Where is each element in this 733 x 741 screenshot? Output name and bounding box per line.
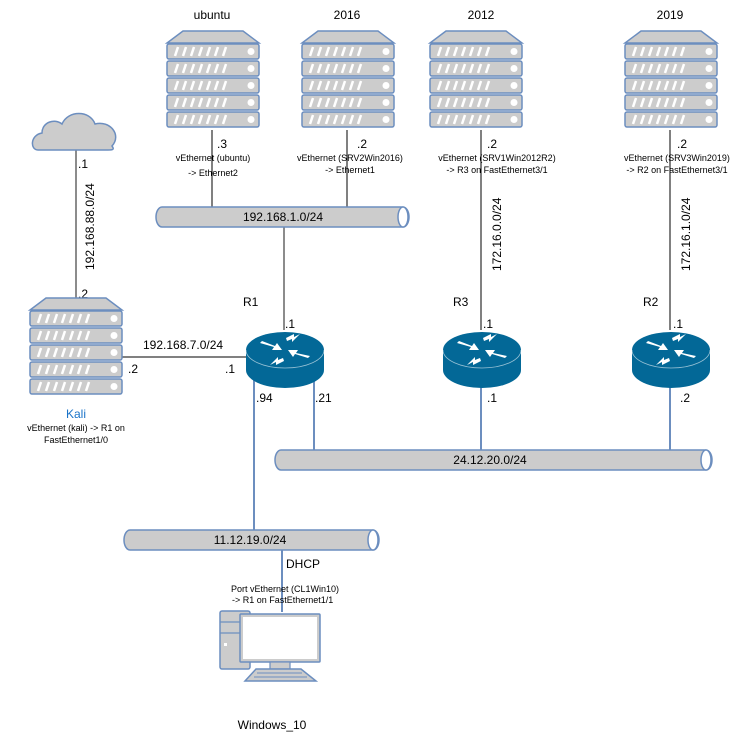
router-r1-down-right-suffix: .21 — [315, 391, 332, 405]
bus-backbone-label: 24.12.20.0/24 — [453, 453, 527, 467]
bus-client-lan: 11.12.19.0/24 — [123, 529, 380, 551]
kali-link-suffix: .2 — [128, 362, 138, 376]
client-title: Windows_10 — [238, 718, 307, 732]
router-r3-top-suffix: .1 — [483, 317, 493, 331]
server-2012-title: 2012 — [468, 8, 495, 22]
server-2012-ip: .2 — [487, 137, 497, 151]
client-iface-target: -> R1 on FastEthernet1/1 — [232, 595, 333, 605]
client-iface: Port vEthernet (CL1Win10) — [231, 584, 339, 594]
workstation-windows10[interactable]: Windows_10 — [219, 610, 321, 732]
kali-iface-target: FastEthernet1/0 — [44, 435, 108, 445]
router-r2[interactable]: R2 .1 .2 — [631, 295, 711, 405]
server-icon — [430, 31, 522, 127]
server-2019[interactable]: 2019 .2 vEthernet (SRV3Win2019) -> R2 on… — [624, 8, 730, 175]
server-2019-ip: .2 — [677, 137, 687, 151]
router-icon — [442, 331, 522, 389]
kali-link-network: 192.168.7.0/24 — [143, 338, 223, 352]
router-r2-top-suffix: .1 — [673, 317, 683, 331]
server-icon — [625, 31, 717, 127]
cloud-icon[interactable] — [31, 112, 117, 151]
server-icon — [167, 31, 259, 127]
bus-client-lan-label: 11.12.19.0/24 — [214, 533, 287, 547]
server-2016-ip: .2 — [357, 137, 367, 151]
kali-uplink-suffix: .2 — [78, 287, 88, 301]
server-ubuntu-ip: .3 — [217, 137, 227, 151]
router-r3[interactable]: R3 .1 .1 — [442, 295, 522, 405]
server-2016-iface: vEthernet (SRV2Win2016) — [297, 153, 403, 163]
server-2012-iface: vEthernet (SRV1Win2012R2) — [438, 153, 555, 163]
server-icon — [302, 31, 394, 127]
server-ubuntu-iface: vEthernet (ubuntu) — [176, 153, 251, 163]
server-kali[interactable]: Kali vEthernet (kali) -> R1 on FastEther… — [27, 298, 125, 445]
server-ubuntu-title: ubuntu — [194, 8, 231, 22]
server-2019-iface-target: -> R2 on FastEthernet3/1 — [626, 165, 727, 175]
r2-uplink-network: 172.16.1.0/24 — [679, 197, 693, 271]
router-r2-bottom-suffix: .2 — [680, 391, 690, 405]
router-r1-down-left-suffix: .94 — [256, 391, 273, 405]
desktop-pc-icon — [219, 610, 321, 682]
server-2016[interactable]: 2016 .2 vEthernet (SRV2Win2016) -> Ether… — [297, 8, 403, 175]
server-2019-title: 2019 — [657, 8, 684, 22]
server-icon — [30, 298, 122, 394]
kali-title: Kali — [66, 407, 86, 421]
router-r3-bottom-suffix: .1 — [487, 391, 497, 405]
router-r2-name: R2 — [643, 295, 659, 309]
server-2016-iface-target: -> Ethernet1 — [325, 165, 375, 175]
bus-backbone: 24.12.20.0/24 — [274, 449, 713, 471]
server-2012[interactable]: 2012 .2 vEthernet (SRV1Win2012R2) -> R3 … — [430, 8, 556, 175]
server-2016-title: 2016 — [334, 8, 361, 22]
bus-lan-servers-label: 192.168.1.0/24 — [243, 210, 323, 224]
server-ubuntu-iface-target: -> Ethernet2 — [188, 168, 238, 178]
router-icon — [245, 331, 325, 389]
router-r1[interactable]: R1 .1 .1 .94 .21 — [225, 295, 332, 405]
router-icon — [631, 331, 711, 389]
bus-lan-servers: 192.168.1.0/24 — [155, 206, 410, 228]
router-r1-name: R1 — [243, 295, 259, 309]
cloud-network-label: 192.168.88.0/24 — [83, 183, 97, 270]
client-addressing: DHCP — [286, 557, 320, 571]
server-2012-iface-target: -> R3 on FastEthernet3/1 — [446, 165, 547, 175]
router-r3-name: R3 — [453, 295, 469, 309]
server-2019-iface: vEthernet (SRV3Win2019) — [624, 153, 730, 163]
cloud-ip-suffix: .1 — [78, 157, 88, 171]
router-r1-top-suffix: .1 — [285, 317, 295, 331]
router-r1-left-suffix: .1 — [225, 362, 235, 376]
kali-iface: vEthernet (kali) -> R1 on — [27, 423, 125, 433]
r3-uplink-network: 172.16.0.0/24 — [490, 197, 504, 271]
server-ubuntu[interactable]: ubuntu .3 vEthernet (ubuntu) -> Ethernet… — [167, 8, 259, 178]
